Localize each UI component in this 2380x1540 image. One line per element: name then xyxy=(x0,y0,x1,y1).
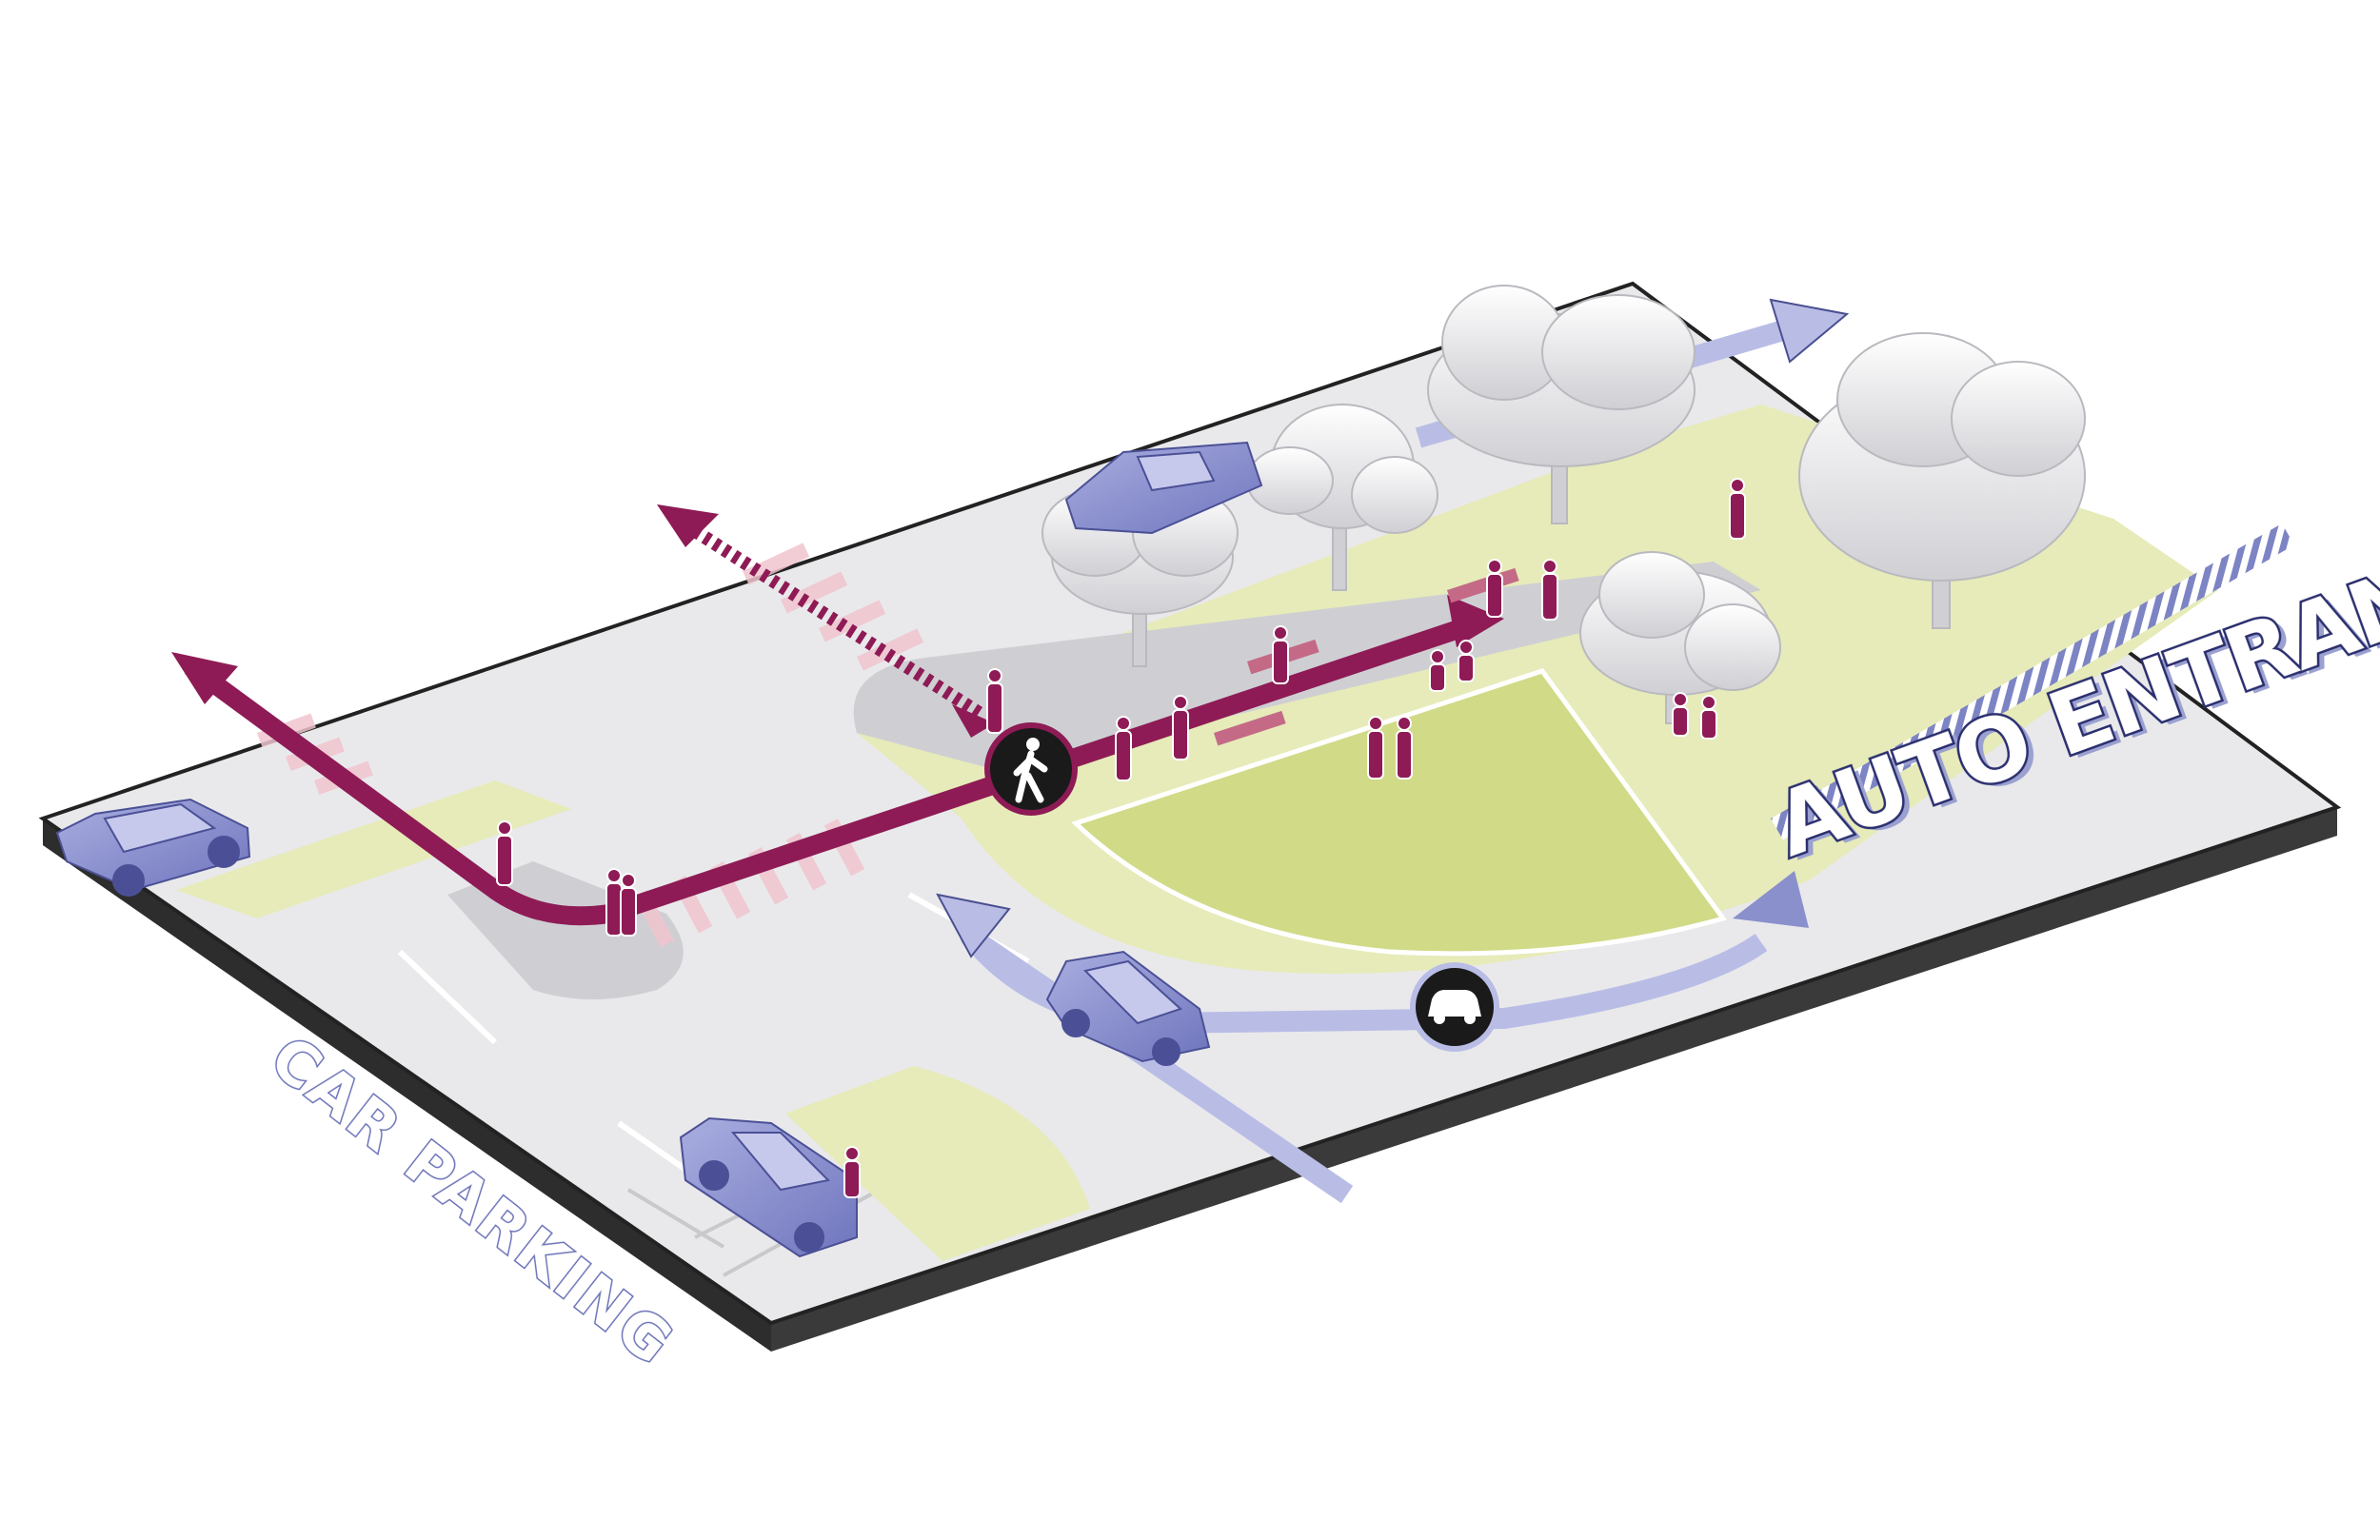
vehicle-suv-left xyxy=(55,798,251,897)
person xyxy=(1115,716,1132,781)
pedestrian-arrow-head-dashed-bottom xyxy=(952,704,995,738)
auto-entrance-lane xyxy=(1771,523,2294,840)
person xyxy=(1458,640,1475,682)
vehicle-arrow-head-left xyxy=(936,893,1011,958)
pedestrian-arrow-head-left xyxy=(171,652,238,704)
pedestrian-arrow-head-right xyxy=(1447,595,1504,647)
tree xyxy=(1246,404,1438,591)
grass-left-island xyxy=(176,780,571,918)
person xyxy=(1396,716,1413,780)
vehicles xyxy=(55,441,1263,1258)
vehicle-flow xyxy=(936,298,2294,1204)
tree xyxy=(1041,489,1239,667)
car-icon xyxy=(1410,962,1499,1052)
central-lawn xyxy=(1071,668,1728,957)
person xyxy=(620,873,637,937)
pedestrian-path-main xyxy=(185,614,1479,926)
person xyxy=(1729,478,1746,540)
person xyxy=(605,868,623,937)
person xyxy=(1272,625,1289,684)
person xyxy=(1367,716,1384,780)
auto-entrance-arrow-head xyxy=(1733,871,1809,928)
person xyxy=(986,668,1003,734)
person xyxy=(1486,559,1503,618)
vehicle-pickup-parking xyxy=(679,1116,858,1258)
sidewalk-park-edge xyxy=(853,562,1761,771)
pedestrian-path-dashed xyxy=(672,513,984,720)
pedestrian-arrow-head-dashed-top xyxy=(657,504,719,547)
person xyxy=(1700,695,1717,740)
tree xyxy=(1798,332,2086,629)
pedestrian-flow xyxy=(171,504,1504,926)
platform-side-front xyxy=(43,819,771,1352)
grass-parking-island xyxy=(785,1066,1090,1261)
people xyxy=(496,478,1746,1198)
tree xyxy=(1579,551,1781,724)
person xyxy=(1672,692,1689,737)
tree xyxy=(1427,285,1696,524)
trees xyxy=(1041,285,2086,724)
vehicle-pickup-top xyxy=(1064,441,1263,535)
vehicle-path-curve xyxy=(961,927,1768,1204)
person xyxy=(1172,695,1189,760)
platform-side-right xyxy=(771,807,2337,1352)
vehicle-suv-entrance xyxy=(1045,950,1211,1066)
person xyxy=(496,820,513,886)
vehicle-arrow-head-top xyxy=(1769,298,1850,364)
walking-person-icon xyxy=(984,722,1078,816)
person xyxy=(1541,559,1558,621)
person xyxy=(843,1146,861,1198)
person xyxy=(1429,649,1446,692)
